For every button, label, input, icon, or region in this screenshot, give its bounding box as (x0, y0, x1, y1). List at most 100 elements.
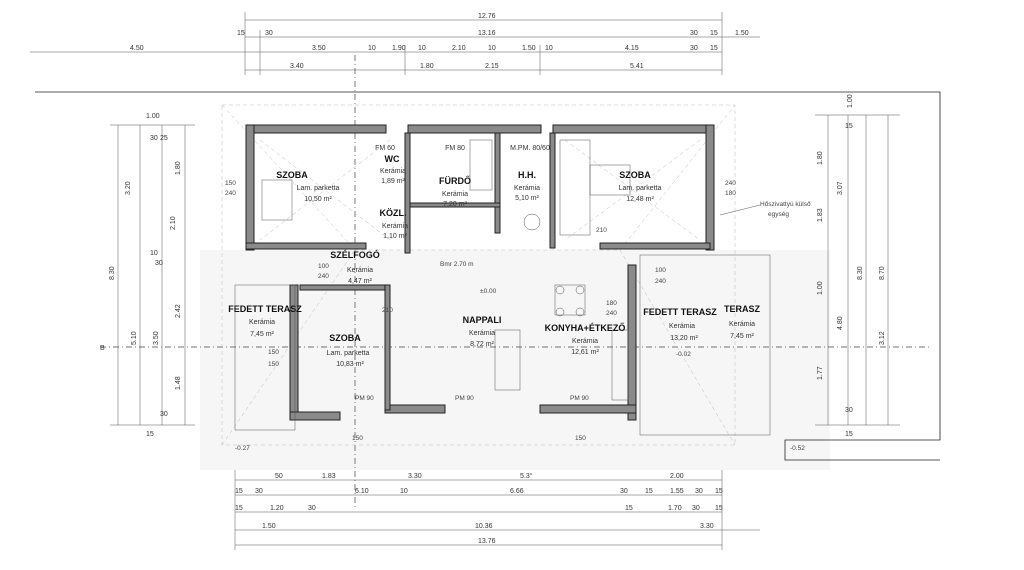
dim-left-9: 5.10 (131, 331, 138, 345)
dim-bot-4c: 3.30 (700, 523, 714, 530)
room-fedett-terasz-w: FEDETT TERASZ Kerámia 7,45 m² (228, 304, 302, 338)
opening-label-3: 150 (225, 180, 236, 187)
dim-right-11: 1.77 (817, 366, 824, 380)
site-boundary (35, 91, 941, 461)
dim-left-5: 10 (150, 250, 158, 257)
ceiling-height: Bmr 2.70 m (440, 261, 474, 268)
dim-top-2b: 30 (265, 30, 273, 37)
dim-left-12: 2.42 (175, 304, 182, 318)
room-szoba-nw-area: 10,50 m² (304, 196, 332, 203)
opening-label-1: 100 (655, 267, 666, 274)
room-terasz: TERASZ Kerámia 7,45 m² (724, 304, 761, 340)
dim-bot-2h: 1.55 (670, 488, 684, 495)
room-szelfogo-name: SZÉLFOGÓ (330, 249, 380, 260)
zero-level: ±0.00 (480, 288, 497, 295)
dim-right-12: 30 (845, 407, 853, 414)
room-szoba-sw-floor: Lam. parketta (327, 350, 370, 357)
room-fedett-terasz-e-area: 13,20 m² (670, 335, 698, 342)
dim-top-4a: 3.40 (290, 63, 304, 70)
dim-bot-3c: 30 (308, 505, 316, 512)
opening-label-12: 150 (268, 361, 279, 368)
room-konyha-name: KONYHA+ÉTKEZŐ (545, 322, 626, 333)
dim-right-7: 8.30 (857, 266, 864, 280)
heat-pump-note-1: Hőszivattyú külső (760, 201, 811, 208)
room-wc-name: WC (385, 154, 400, 164)
dim-top-4d: 5.41 (630, 63, 644, 70)
room-konyha-floor: Kerámia (572, 338, 598, 345)
dim-bot-2c: 6.10 (355, 488, 369, 495)
window-pm90-c: PM 90 (570, 395, 589, 402)
room-szoba-ne: SZOBA Lam. parketta 12,48 m² (619, 170, 662, 203)
opening-label-14: 150 (575, 435, 586, 442)
roof-outline (221, 104, 736, 446)
dim-top-3f: 2.10 (452, 45, 466, 52)
dim-bot-2j: 15 (715, 488, 723, 495)
dim-right-6: 1.00 (817, 281, 824, 295)
room-nappali-name: NAPPALI (463, 315, 502, 325)
room-wc-area: 1,89 m² (381, 178, 405, 185)
room-fedett-terasz-e: FEDETT TERASZ Kerámia 13,20 m² -0.02 (643, 307, 717, 358)
opening-label-5: 100 (318, 263, 329, 270)
opening-label-10: 240 (225, 190, 236, 197)
room-hh-area: 5,10 m² (515, 195, 539, 202)
dim-left-13: 1.48 (175, 376, 182, 390)
room-hh-door: M.PM. 80/60 (510, 145, 550, 152)
opening-label-2: 240 (655, 278, 666, 285)
dim-bot-1a: 50 (275, 473, 283, 480)
dim-top-2c: 30 (690, 30, 698, 37)
room-nappali-floor: Kerámia (469, 330, 495, 337)
opening-label-11: 150 (268, 349, 279, 356)
room-szoba-ne-area: 12,48 m² (626, 196, 654, 203)
room-kozl-floor: Kerámia (382, 223, 408, 230)
room-fedett-terasz-w-floor: Kerámia (249, 319, 275, 326)
window-pm90-b: PM 90 (455, 395, 474, 402)
room-szoba-nw-floor: Lam. parketta (297, 185, 340, 192)
dim-bot-5: 13.76 (478, 538, 496, 545)
roof-ridge-se (619, 249, 736, 446)
dim-top-3e: 10 (418, 45, 426, 52)
dim-top-2d: 15 (710, 30, 718, 37)
dim-left-1: 1.00 (146, 113, 160, 120)
dim-bot-1e: 2.00 (670, 473, 684, 480)
level-terasz: -0.02 (676, 351, 691, 358)
furniture-bed-nw (259, 139, 391, 241)
room-furdo: FM 80 FÜRDŐ Kerámia 7,20 m² (439, 145, 471, 208)
room-szoba-nw-name: SZOBA (276, 170, 308, 180)
dim-bot-1c: 3.30 (408, 473, 422, 480)
dim-top-3d: 1.90 (392, 45, 406, 52)
roof-ridge-top (221, 104, 736, 251)
room-kozl: KÖZL. Kerámia 1,10 m² (380, 208, 409, 240)
dim-right-13: 15 (845, 431, 853, 438)
room-szoba-ne-floor: Lam. parketta (619, 185, 662, 192)
opening-label-13: 150 (352, 435, 363, 442)
room-hh: M.PM. 80/60 H.H. Kerámia 5,10 m² (510, 145, 550, 202)
dim-right-9: 4.80 (837, 316, 844, 330)
room-szelfogo-floor: Kerámia (347, 267, 373, 274)
room-fedett-terasz-e-name: FEDETT TERASZ (643, 307, 717, 317)
level-se: -0.52 (790, 445, 805, 452)
room-terasz-area: 7,45 m² (730, 333, 754, 340)
room-wc-door: FM 60 (375, 145, 395, 152)
dim-top-3j: 4.15 (625, 45, 639, 52)
dim-bot-2f: 30 (620, 488, 628, 495)
dim-bot-3e: 1.70 (668, 505, 682, 512)
room-kozl-area: 1,10 m² (383, 233, 407, 240)
level-sw: -0.27 (235, 445, 250, 452)
room-szoba-sw-area: 10,83 m² (336, 361, 364, 368)
room-kozl-name: KÖZL. (380, 208, 407, 218)
room-wc-floor: Kerámia (380, 168, 406, 175)
window-pm90-a: PM 90 (355, 395, 374, 402)
dim-right-2: 15 (845, 123, 853, 130)
dim-top-3g: 10 (488, 45, 496, 52)
dim-left-14: 15 (146, 431, 154, 438)
room-fedett-terasz-e-floor: Kerámia (669, 323, 695, 330)
terrace-outline-w (234, 284, 296, 431)
dim-bot-3g: 15 (715, 505, 723, 512)
dim-top-4b: 1.80 (420, 63, 434, 70)
dim-right-10: 3.12 (879, 331, 886, 345)
opening-label-4: 240 (725, 180, 736, 187)
heat-pump-note-2: egység (768, 211, 789, 218)
dim-left-2: 30 (150, 135, 158, 142)
dim-top-2a: 15 (237, 30, 245, 37)
dim-right-4: 3.07 (837, 181, 844, 195)
